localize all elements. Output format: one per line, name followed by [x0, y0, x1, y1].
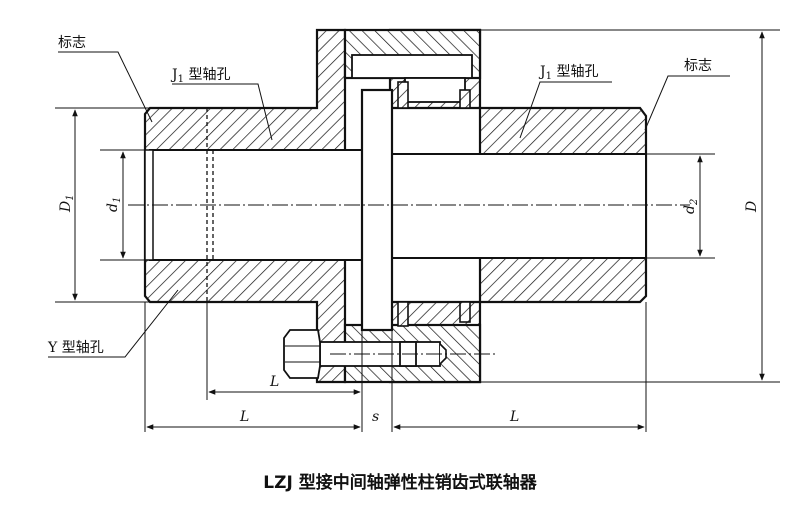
svg-text:L: L — [509, 409, 519, 425]
dim-L-right: L — [393, 409, 645, 430]
intermediate-shaft — [360, 88, 394, 332]
bolt-head — [283, 329, 321, 379]
svg-text:L: L — [239, 409, 249, 425]
label-mark-left: 标志 — [58, 35, 153, 123]
bottom-ring-right — [459, 301, 471, 323]
svg-text:Y 型轴孔: Y 型轴孔 — [47, 340, 104, 356]
top-ring-right — [459, 89, 471, 109]
dim-s: s — [372, 409, 379, 425]
label-mark-right: 标志 — [644, 58, 730, 131]
right-bore — [391, 153, 647, 259]
dim-d1: d1 — [100, 149, 150, 261]
dim-D1: D1 — [55, 107, 150, 303]
dim-D: D — [480, 29, 780, 383]
svg-text:d1: d1 — [105, 197, 123, 212]
svg-text:J1 型轴孔: J1 型轴孔 — [170, 67, 230, 85]
svg-text:d2: d2 — [682, 199, 700, 214]
figure-caption: LZJ 型接中间轴弹性柱销齿式联轴器 — [263, 472, 537, 493]
top-pin — [351, 54, 473, 79]
dim-d2: d2 — [646, 153, 715, 259]
svg-text:L: L — [269, 374, 279, 390]
svg-text:J1 型轴孔: J1 型轴孔 — [538, 64, 598, 82]
svg-text:D1: D1 — [58, 194, 76, 213]
svg-text:标志: 标志 — [58, 35, 86, 51]
label-y-hole: Y 型轴孔 — [47, 289, 179, 358]
label-j1-left: J1 型轴孔 — [170, 67, 273, 141]
bottom-ring-left — [397, 301, 409, 327]
dim-L-left: L — [146, 409, 361, 430]
svg-text:标志: 标志 — [684, 58, 712, 74]
svg-text:s: s — [372, 409, 379, 425]
dim-L-inner: L — [208, 374, 361, 395]
svg-text:D: D — [744, 201, 760, 213]
label-j1-right: J1 型轴孔 — [519, 64, 612, 139]
top-pin-body — [404, 77, 466, 103]
top-ring-left — [397, 81, 409, 109]
